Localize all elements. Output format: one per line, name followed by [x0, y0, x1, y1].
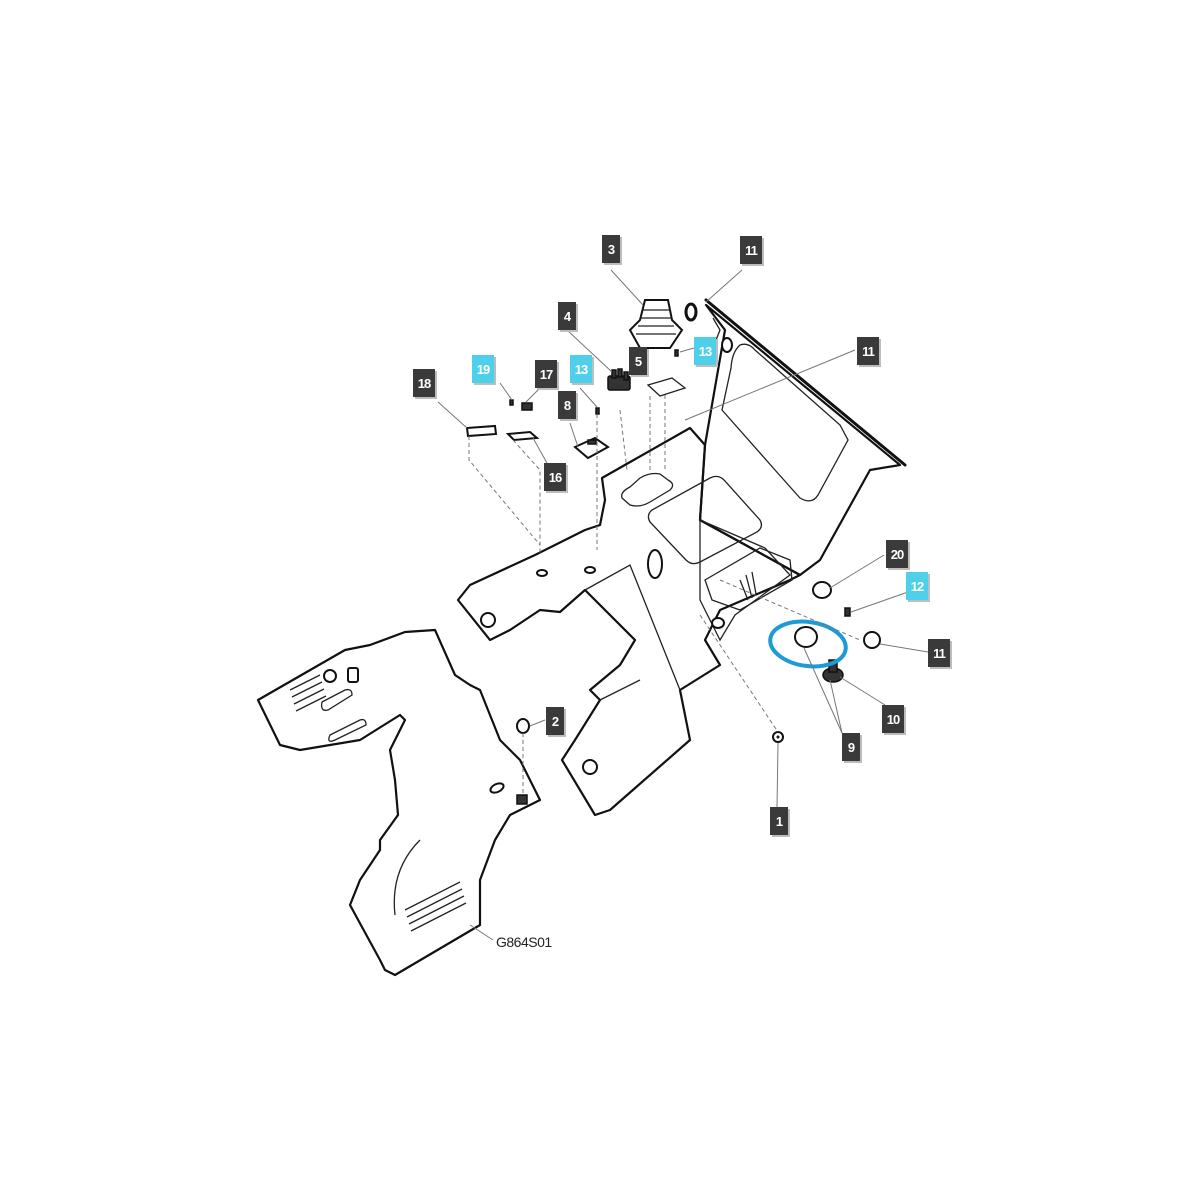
callout-3: 3 — [602, 235, 620, 263]
callout-20: 20 — [886, 540, 908, 568]
callout-11-top: 11 — [740, 236, 762, 264]
callout-16: 16 — [544, 463, 566, 491]
callout-11-frame: 11 — [857, 337, 879, 365]
callout-9: 9 — [842, 733, 860, 761]
callout-10: 10 — [882, 705, 904, 733]
left-side-panel — [256, 628, 542, 977]
highlight-ring — [768, 619, 848, 669]
callout-13-left: 13 — [570, 355, 592, 383]
callout-1: 1 — [770, 807, 788, 835]
small-parts — [465, 299, 698, 460]
callout-17: 17 — [535, 360, 557, 388]
callout-5: 5 — [629, 347, 647, 375]
callout-11-right: 11 — [928, 639, 950, 667]
callout-19: 19 — [472, 355, 494, 383]
callout-12: 12 — [906, 572, 928, 600]
callout-13-right: 13 — [694, 337, 716, 365]
callout-18: 18 — [413, 369, 435, 397]
floor-panel-main — [456, 426, 802, 817]
leader-lines — [437, 269, 929, 941]
callout-4: 4 — [558, 302, 576, 330]
right-small-parts — [516, 581, 881, 805]
callout-8: 8 — [558, 391, 576, 419]
callout-2: 2 — [546, 707, 564, 735]
drawing-code: G864S01 — [496, 934, 552, 950]
